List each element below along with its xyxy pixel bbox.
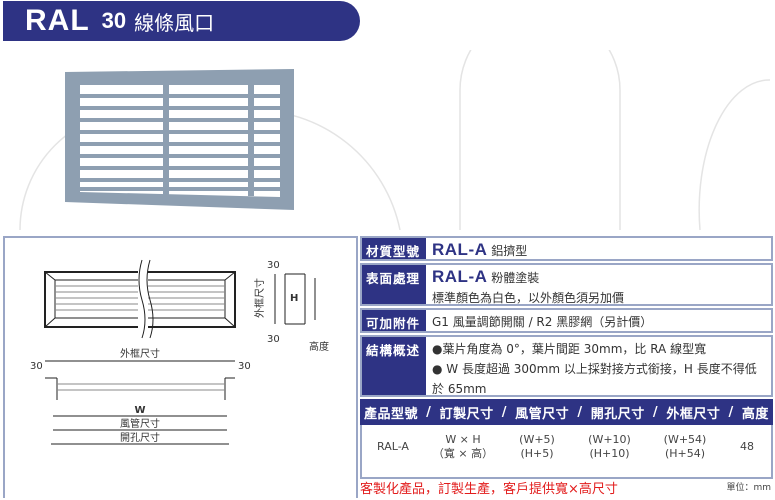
th-sep: /	[652, 404, 659, 420]
product-code: RAL	[25, 4, 90, 37]
label-30-left: 30	[30, 361, 43, 372]
label-opening: 開孔尺寸	[120, 431, 160, 444]
size-table-header: 產品型號 / 訂製尺寸 / 風管尺寸 / 開孔尺寸 / 外框尺寸 / 高度	[360, 399, 773, 425]
spec-row-material: 材質型號 RAL-A 鋁擠型	[360, 236, 773, 261]
product-name: 線條風口	[134, 10, 215, 35]
cell-custom-1: W × H	[445, 433, 481, 446]
grille-photo	[65, 69, 294, 210]
th-sep: /	[426, 404, 432, 420]
spec-row-surface: 表面處理 RAL-A 粉體塗裝標準顏色為白色，以外顏色須另加價	[360, 263, 773, 306]
spec-label: 材質型號	[362, 238, 426, 259]
cell-duct-w: (W+5)	[519, 433, 555, 446]
cell-frame-h: (H+54)	[664, 447, 706, 460]
label-duct: 風管尺寸	[120, 417, 160, 430]
dimension-drawing: H 外框尺寸 30 30 高度 外框尺寸 30 30 W 風管尺寸 開孔尺寸	[30, 258, 329, 445]
th-duct: 風管尺寸	[515, 406, 570, 422]
spec-text: 鋁擠型	[491, 244, 528, 258]
dimension-drawing-panel: H 外框尺寸 30 30 高度 外框尺寸 30 30 W 風管尺寸 開孔尺寸	[3, 236, 358, 498]
spec-bullet: ●葉片角度為 0°，葉片間距 30mm，比 RA 線型寬	[432, 342, 707, 356]
label-outer-vertical: 外框尺寸	[253, 278, 266, 318]
cell-custom-2: （寬 × 高）	[432, 447, 494, 460]
spec-table: 材質型號 RAL-A 鋁擠型 表面處理 RAL-A 粉體塗裝標準顏色為白色，以外…	[360, 236, 773, 479]
label-30-top: 30	[267, 260, 280, 271]
spec-label: 結構概述	[362, 337, 426, 395]
page-header: RAL 30 線條風口	[3, 1, 360, 41]
spec-text-2: 標準顏色為白色，以外顏色須另加價	[432, 291, 625, 305]
spec-bullet: ● W 長度超過 300mm 以上採對接方式銜接，H 長度不得低於 65mm	[432, 362, 757, 396]
spec-row-structure: 結構概述 ●葉片角度為 0°，葉片間距 30mm，比 RA 線型寬 ● W 長度超…	[360, 335, 773, 397]
spec-row-accessories: 可加附件 G1 風量調節開關 / R2 黑膠網（另計價）	[360, 308, 773, 333]
spec-label: 可加附件	[362, 310, 426, 331]
product-number: 30	[101, 8, 127, 33]
cell-opening-w: (W+10)	[588, 433, 631, 446]
unit-label: 單位：mm	[726, 483, 771, 493]
cell-model: RAL-A	[377, 440, 409, 453]
cell-height: 48	[740, 440, 754, 453]
th-frame: 外框尺寸	[666, 406, 721, 422]
spec-model: RAL-A	[432, 267, 488, 286]
label-30-bottom: 30	[267, 334, 280, 345]
spec-model: RAL-A	[432, 240, 488, 259]
table-row: RAL-A W × H（寬 × 高） (W+5)(H+5) (W+10)(H+1…	[360, 425, 773, 479]
label-w: W	[134, 405, 145, 416]
th-opening: 開孔尺寸	[590, 406, 645, 422]
spec-text: G1 風量調節開關 / R2 黑膠網（另計價）	[432, 315, 653, 329]
label-height: 高度	[309, 340, 329, 353]
spec-label: 表面處理	[362, 265, 426, 304]
cell-duct-h: (H+5)	[520, 447, 554, 460]
th-model: 產品型號	[364, 406, 419, 422]
th-height: 高度	[741, 406, 769, 422]
spec-text: 粉體塗裝	[491, 271, 540, 285]
custom-order-note: 客製化產品，訂製生產，客戶提供寬×高尺寸	[360, 482, 618, 497]
th-sep: /	[501, 404, 507, 420]
th-sep: /	[728, 404, 734, 420]
label-outer: 外框尺寸	[120, 347, 160, 360]
th-custom: 訂製尺寸	[439, 406, 494, 422]
label-h: H	[290, 293, 298, 304]
cell-frame-w: (W+54)	[663, 433, 707, 446]
label-30-right: 30	[238, 361, 251, 372]
th-sep: /	[577, 404, 583, 420]
cell-opening-h: (H+10)	[589, 447, 630, 460]
